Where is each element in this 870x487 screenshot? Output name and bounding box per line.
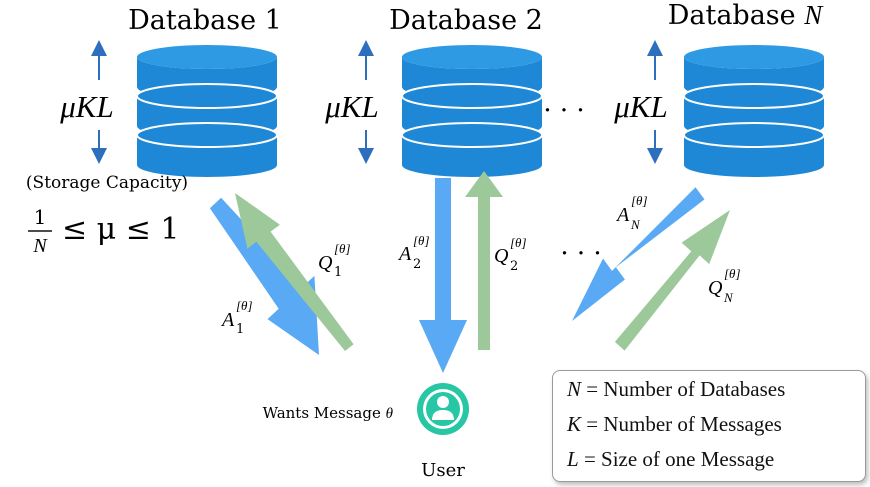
svg-text:[θ]: [θ] [334, 241, 351, 256]
query-label-1-sub: 1 [334, 265, 342, 280]
svg-text:[θ]: [θ] [631, 193, 648, 208]
query-label-2-sub: 2 [510, 259, 518, 274]
answer-label-n-sub: N [630, 217, 641, 232]
query-label-n-sup: [θ] [724, 266, 741, 281]
query-arrow-n [614, 210, 730, 351]
legend-item-message-size: L = Size of one Message [567, 447, 774, 472]
svg-text:[θ]: [θ] [510, 235, 527, 250]
cylinder-cap [401, 122, 543, 148]
legend-item-messages: K = Number of Messages [567, 412, 782, 437]
links-ellipsis: · · · [560, 239, 601, 269]
svg-text:[θ]: [θ] [413, 233, 430, 248]
mu-range-numerator: 1 [34, 205, 47, 229]
user-icon [417, 383, 469, 435]
answer-label-2-var: A [397, 243, 412, 265]
cylinder-cap [683, 83, 825, 109]
user-label: User [421, 460, 465, 481]
cylinder-cap [402, 45, 542, 69]
answer-label-2-sub: 2 [413, 257, 421, 272]
answer-label-1-sub: 1 [236, 322, 244, 337]
database-n-title-var: N [803, 0, 824, 30]
svg-text:Q: Q [494, 245, 509, 267]
cylinder-cap [137, 45, 277, 69]
svg-text:A: A [615, 204, 630, 226]
query-label-n-var: Q [708, 277, 723, 299]
query-label-n: Q [θ] N [708, 266, 741, 305]
svg-text:N: N [630, 217, 641, 232]
answer-label-1-sup: [θ] [236, 298, 253, 313]
answer-label-2: A [θ] 2 [397, 233, 430, 272]
svg-text:[θ]: [θ] [236, 298, 253, 313]
svg-text:N: N [723, 290, 734, 305]
query-label-n-sub: N [723, 290, 734, 305]
svg-text:Q: Q [318, 252, 333, 274]
svg-text:1: 1 [334, 265, 342, 280]
svg-text:Q: Q [708, 277, 723, 299]
query-label-1-sup: [θ] [334, 241, 351, 256]
database-n-icon [683, 45, 825, 177]
svg-text:[θ]: [θ] [724, 266, 741, 281]
svg-text:A: A [397, 243, 412, 265]
svg-text:1: 1 [236, 322, 244, 337]
query-label-2-sup: [θ] [510, 235, 527, 250]
databases-ellipsis: · · · [543, 96, 584, 126]
cylinder-cap [683, 122, 825, 148]
wants-message-text: Wants Message [263, 404, 386, 422]
database-1-title: Database 1 [128, 5, 282, 36]
database-n-title: Database N [668, 0, 825, 31]
answer-arrow-2 [419, 178, 467, 373]
legend-text-databases: = Number of Databases [581, 377, 786, 401]
database-1-icon [136, 45, 278, 177]
legend-text-messages: = Number of Messages [581, 412, 782, 436]
cylinder-cap [684, 45, 824, 69]
mu-range-denominator: N [32, 235, 48, 257]
cylinder-cap [401, 83, 543, 109]
wants-message-var: θ [386, 406, 394, 422]
legend-var-n: N [567, 377, 582, 401]
database-2-title: Database 2 [389, 5, 543, 36]
capacity-label-n: μKL [613, 89, 667, 124]
database-n-title-text: Database [668, 0, 805, 31]
mu-range-rest: ≤ μ ≤ 1 [62, 212, 179, 247]
svg-text:A: A [220, 309, 235, 331]
svg-text:2: 2 [510, 259, 518, 274]
capacity-label-2: μKL [324, 89, 378, 124]
query-label-1-var: Q [318, 252, 333, 274]
answer-label-n-var: A [615, 204, 630, 226]
wants-message-label: Wants Message θ [263, 404, 394, 422]
answer-arrow-n [572, 187, 705, 321]
storage-capacity-caption: (Storage Capacity) [26, 173, 188, 193]
cylinder-cap [136, 83, 278, 109]
query-label-1: Q [θ] 1 [318, 241, 351, 280]
answer-label-1: A [θ] 1 [220, 298, 253, 337]
legend-var-k: K [567, 412, 582, 436]
legend-box: N = Number of Databases K = Number of Me… [552, 370, 866, 482]
legend-text-message-size: = Size of one Message [578, 447, 775, 471]
legend-var-l: L [567, 447, 579, 471]
query-label-2: Q [θ] 2 [494, 235, 527, 274]
answer-arrow-1 [209, 197, 319, 355]
answer-label-n: A [θ] N [615, 193, 648, 232]
database-2-icon [401, 45, 543, 177]
query-arrow-1 [235, 193, 354, 351]
mu-range-formula: 1 N ≤ μ ≤ 1 [28, 205, 179, 257]
capacity-label-1: μKL [59, 89, 113, 124]
answer-label-2-sup: [θ] [413, 233, 430, 248]
answer-label-n-sup: [θ] [631, 193, 648, 208]
answer-label-1-var: A [220, 309, 235, 331]
svg-text:2: 2 [413, 257, 421, 272]
cylinder-cap [136, 122, 278, 148]
query-label-2-var: Q [494, 245, 509, 267]
query-arrow-2 [465, 171, 503, 350]
legend-item-databases: N = Number of Databases [567, 377, 785, 402]
